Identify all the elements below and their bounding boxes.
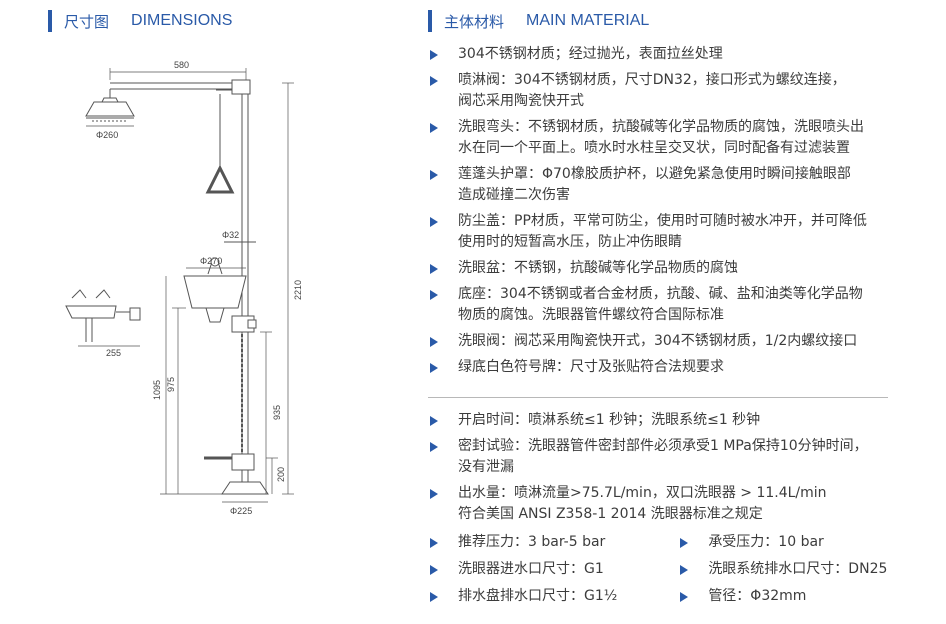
bullet-triangle-icon [430,76,438,86]
dim-225: Φ225 [230,506,252,516]
bullet-triangle-icon [430,442,438,452]
dim-580: 580 [174,60,189,70]
material-list: 304不锈钢材质；经过抛光，表面拉丝处理 喷淋阀：304不锈钢材质，尺寸DN32… [428,44,928,383]
bullet-triangle-icon [680,565,689,575]
dimensions-heading-cn: 尺寸图 [64,12,110,31]
dim-270: Φ270 [200,256,222,266]
spec-cell: 洗眼器进水口尺寸：G1 [428,559,678,586]
dimension-drawing: 580 Φ260 Φ32 Φ270 255 2210 1095 975 935 … [65,60,303,516]
bullet-triangle-icon [680,538,689,548]
material-heading-cn: 主体材料 [444,12,505,31]
bullet-triangle-icon [430,217,438,227]
base-plate [221,481,269,495]
bullet-triangle-icon [430,416,438,426]
list-item: 洗眼盆：不锈钢，抗酸碱等化学品物质的腐蚀 [428,258,928,279]
dim-32: Φ32 [222,230,239,240]
bullet-triangle-icon [430,538,438,548]
section-divider [428,397,888,398]
spec-cell: 排水盘排水口尺寸：G1½ [428,586,678,613]
spec-list: 开启时间：喷淋系统≤1 秒钟；洗眼系统≤1 秒钟 密封试验：洗眼器管件密封部件必… [428,410,928,530]
list-item: 绿底白色符号牌：尺寸及张贴符合法规要求 [428,357,928,378]
spec-grid-row: 排水盘排水口尺寸：G1½ 管径：Φ32mm [428,586,938,613]
list-item: 洗眼弯头：不锈钢材质，抗酸碱等化学品物质的腐蚀，洗眼喷头出水在同一个平面上。喷水… [428,117,928,159]
bullet-triangle-icon [430,50,438,60]
bullet-triangle-icon [430,290,438,300]
bullet-triangle-icon [430,264,438,274]
dim-975: 975 [166,377,176,392]
spec-cell: 承受压力：10 bar [678,532,938,559]
list-item: 底座：304不锈钢或者合金材质，抗酸、碱、盐和油类等化学品物物质的腐蚀。洗眼器管… [428,284,928,326]
dim-260: Φ260 [96,130,118,140]
list-item: 莲蓬头护罩：Φ70橡胶质护杯，以避免紧急使用时瞬间接触眼部造成碰撞二次伤害 [428,164,928,206]
dim-935: 935 [272,405,282,420]
spec-grid-row: 洗眼器进水口尺寸：G1 洗眼系统排水口尺寸：DN25 [428,559,938,586]
spec-grid-row: 推荐压力：3 bar-5 bar 承受压力：10 bar [428,532,938,559]
list-item: 洗眼阀：阀芯采用陶瓷快开式，304不锈钢材质，1/2内螺纹接口 [428,331,928,352]
bullet-triangle-icon [430,592,438,602]
side-eyewash [65,305,117,319]
spec-cell: 推荐压力：3 bar-5 bar [428,532,678,559]
bullet-triangle-icon [430,123,438,133]
heading-accent-bar [428,10,432,32]
pull-handle [205,164,235,194]
bullet-triangle-icon [430,489,438,499]
dim-255: 255 [106,348,121,358]
list-item: 防尘盖：PP材质，平常可防尘，使用时可随时被水冲开，并可降低使用时的短暂高水压，… [428,211,928,253]
list-item: 开启时间：喷淋系统≤1 秒钟；洗眼系统≤1 秒钟 [428,410,928,431]
shower-head [85,101,135,117]
dimensions-heading: 尺寸图 DIMENSIONS [48,8,232,34]
spec-cell: 洗眼系统排水口尺寸：DN25 [678,559,938,586]
spec-grid: 推荐压力：3 bar-5 bar 承受压力：10 bar 洗眼器进水口尺寸：G1… [428,532,938,613]
bullet-triangle-icon [430,363,438,373]
bullet-triangle-icon [680,592,689,602]
top-elbow [231,79,251,95]
material-heading: 主体材料 MAIN MATERIAL [428,8,649,34]
bullet-triangle-icon [430,337,438,347]
dim-200: 200 [276,467,286,482]
eyewash-bowl [183,275,247,309]
dimensions-heading-en: DIMENSIONS [131,12,233,29]
list-item: 喷淋阀：304不锈钢材质，尺寸DN32，接口形式为螺纹连接，阀芯采用陶瓷快开式 [428,70,928,112]
dim-2210: 2210 [293,280,303,300]
material-heading-en: MAIN MATERIAL [526,12,650,29]
bullet-triangle-icon [430,565,438,575]
bullet-triangle-icon [430,170,438,180]
heading-accent-bar [48,10,52,32]
spec-cell: 管径：Φ32mm [678,586,938,613]
list-item: 304不锈钢材质；经过抛光，表面拉丝处理 [428,44,928,65]
dim-1095: 1095 [152,380,162,400]
list-item: 密封试验：洗眼器管件密封部件必须承受1 MPa保持10分钟时间，没有泄漏 [428,436,928,478]
